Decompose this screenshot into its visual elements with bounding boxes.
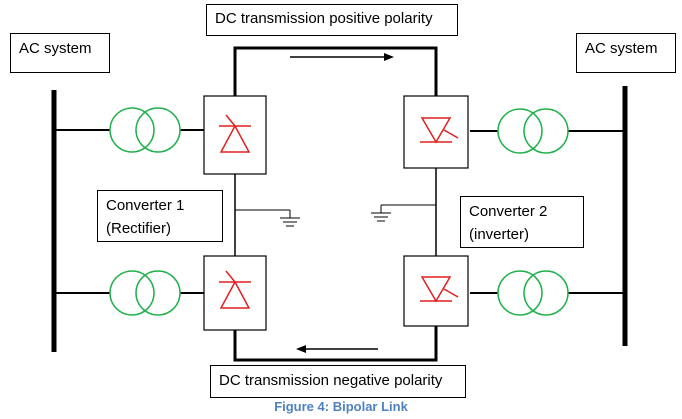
dc-negative-line xyxy=(233,326,438,362)
converter-1-role: (Rectifier) xyxy=(106,220,172,237)
ac-system-right-text: AC system xyxy=(585,40,658,57)
transformer-bottom-left xyxy=(109,270,181,316)
converter-1-label: Converter 1 (Rectifier) xyxy=(97,190,223,242)
ac-system-left-text: AC system xyxy=(19,40,92,57)
ac-system-left-label: AC system xyxy=(10,33,110,73)
transformer-bottom-right xyxy=(497,270,569,316)
valve-top-left xyxy=(203,95,267,175)
arrow-right-icon xyxy=(290,53,394,61)
dc-positive-polarity-text: DC transmission positive polarity xyxy=(215,10,433,27)
transformer-top-left xyxy=(109,107,181,153)
dc-negative-polarity-label: DC transmission negative polarity xyxy=(210,365,466,398)
figure-caption: Figure 4: Bipolar Link xyxy=(274,399,408,414)
dc-negative-polarity-text: DC transmission negative polarity xyxy=(219,372,443,389)
transformer-top-right xyxy=(497,108,569,154)
converter-2-name: Converter 2 xyxy=(469,203,548,220)
ac-system-right-label: AC system xyxy=(576,33,676,73)
converter-1-name: Converter 1 xyxy=(106,197,185,214)
ground-right-icon xyxy=(371,204,436,222)
converter-2-label: Converter 2 (inverter) xyxy=(460,196,584,248)
ground-left-icon xyxy=(235,209,300,227)
arrow-left-icon xyxy=(296,345,378,353)
valve-bottom-right xyxy=(403,255,469,327)
converter-2-role: (inverter) xyxy=(469,226,530,243)
valve-top-right xyxy=(403,95,469,169)
dc-positive-line xyxy=(233,46,438,96)
dc-positive-polarity-label: DC transmission positive polarity xyxy=(206,4,458,36)
valve-bottom-left xyxy=(203,255,267,331)
